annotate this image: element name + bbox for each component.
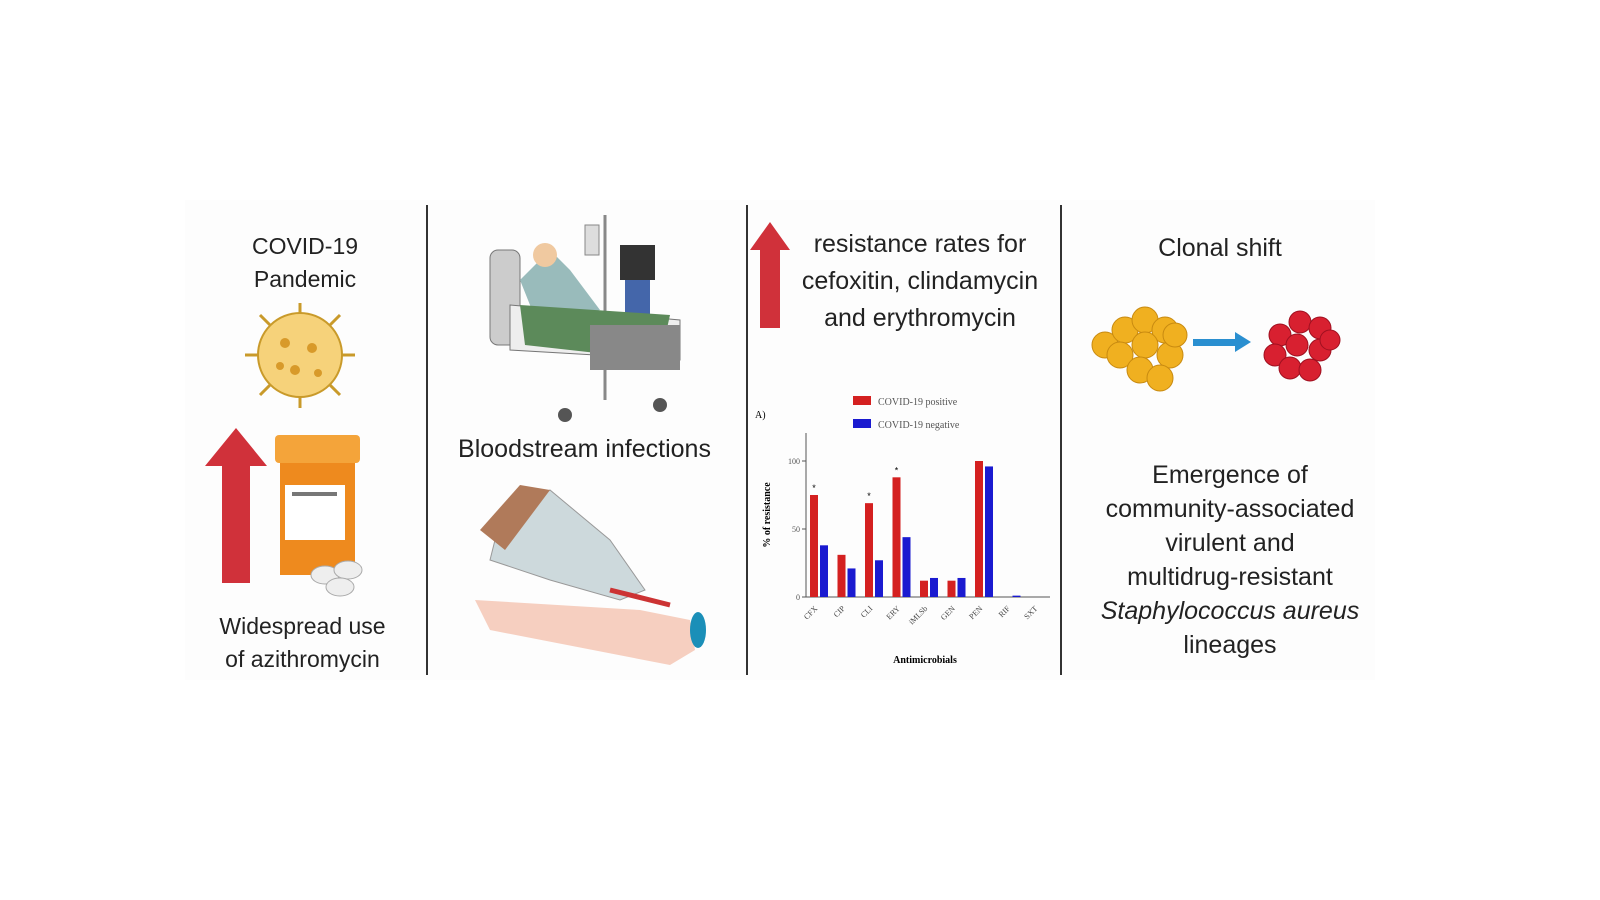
bar-RIF-negative [1012,595,1021,597]
significance-marker: * [895,465,899,475]
blood-draw-illustration [475,485,706,665]
x-tick-label: CLI [859,604,875,620]
red-cluster-icon [1263,310,1341,382]
bar-CFX-positive [810,495,818,597]
bar-CIP-negative [847,568,856,597]
x-tick-label: CIP [832,604,848,620]
panel-label: A) [755,410,766,421]
x-tick-label: SXT [1022,604,1039,621]
hospital-bed-patient-illustration [489,215,681,422]
x-tick-label: ERY [885,604,903,622]
resistance-bar-chart: A) COVID-19 positive COVID-19 negative %… [755,396,1050,666]
x-tick-label: iMLSb [907,604,929,626]
bar-PEN-positive [975,461,983,597]
divider [1060,205,1062,675]
significance-marker: * [812,483,816,493]
bar-CLI-positive [865,503,873,597]
bar-GEN-negative [957,577,966,597]
legend-swatch-positive [853,396,871,405]
bar-CLI-negative [875,560,883,597]
bar-iMLSb-negative [930,577,938,597]
increase-arrow-icon [750,222,790,328]
y-tick-label: 50 [792,525,800,534]
clonal-shift-illustration [1091,306,1341,392]
x-tick-label: PEN [967,604,984,621]
bar-CIP-positive [837,554,846,597]
significance-marker: * [867,491,871,501]
y-tick-label: 0 [796,593,800,602]
virus-icon [245,303,355,408]
arrow-right-icon [1193,332,1251,352]
x-tick-label: CFX [802,604,820,622]
x-axis-label: Antimicrobials [893,655,957,666]
bar-PEN-negative [985,466,993,597]
panel2-caption: Bloodstream infections [458,435,711,463]
x-tick-label: GEN [939,604,957,622]
pill-bottle-icon [275,435,363,597]
y-tick-label: 100 [788,457,800,466]
bar-iMLSb-positive [920,580,928,597]
bar-GEN-positive [947,580,956,597]
bar-CFX-negative [820,545,828,597]
bar-ERY-positive [892,477,901,597]
clonal-shift-title: Clonal shift [1158,234,1282,262]
x-tick-label: RIF [997,604,1013,620]
divider [746,205,748,675]
legend-label-positive: COVID-19 positive [878,397,958,408]
yellow-cluster-icon [1091,306,1188,392]
legend-swatch-negative [853,419,871,428]
legend-label-negative: COVID-19 negative [878,420,960,431]
divider [426,205,428,675]
increase-arrow-icon [205,428,267,583]
y-axis-label: % of resistance [762,482,773,548]
bar-ERY-negative [902,537,911,597]
